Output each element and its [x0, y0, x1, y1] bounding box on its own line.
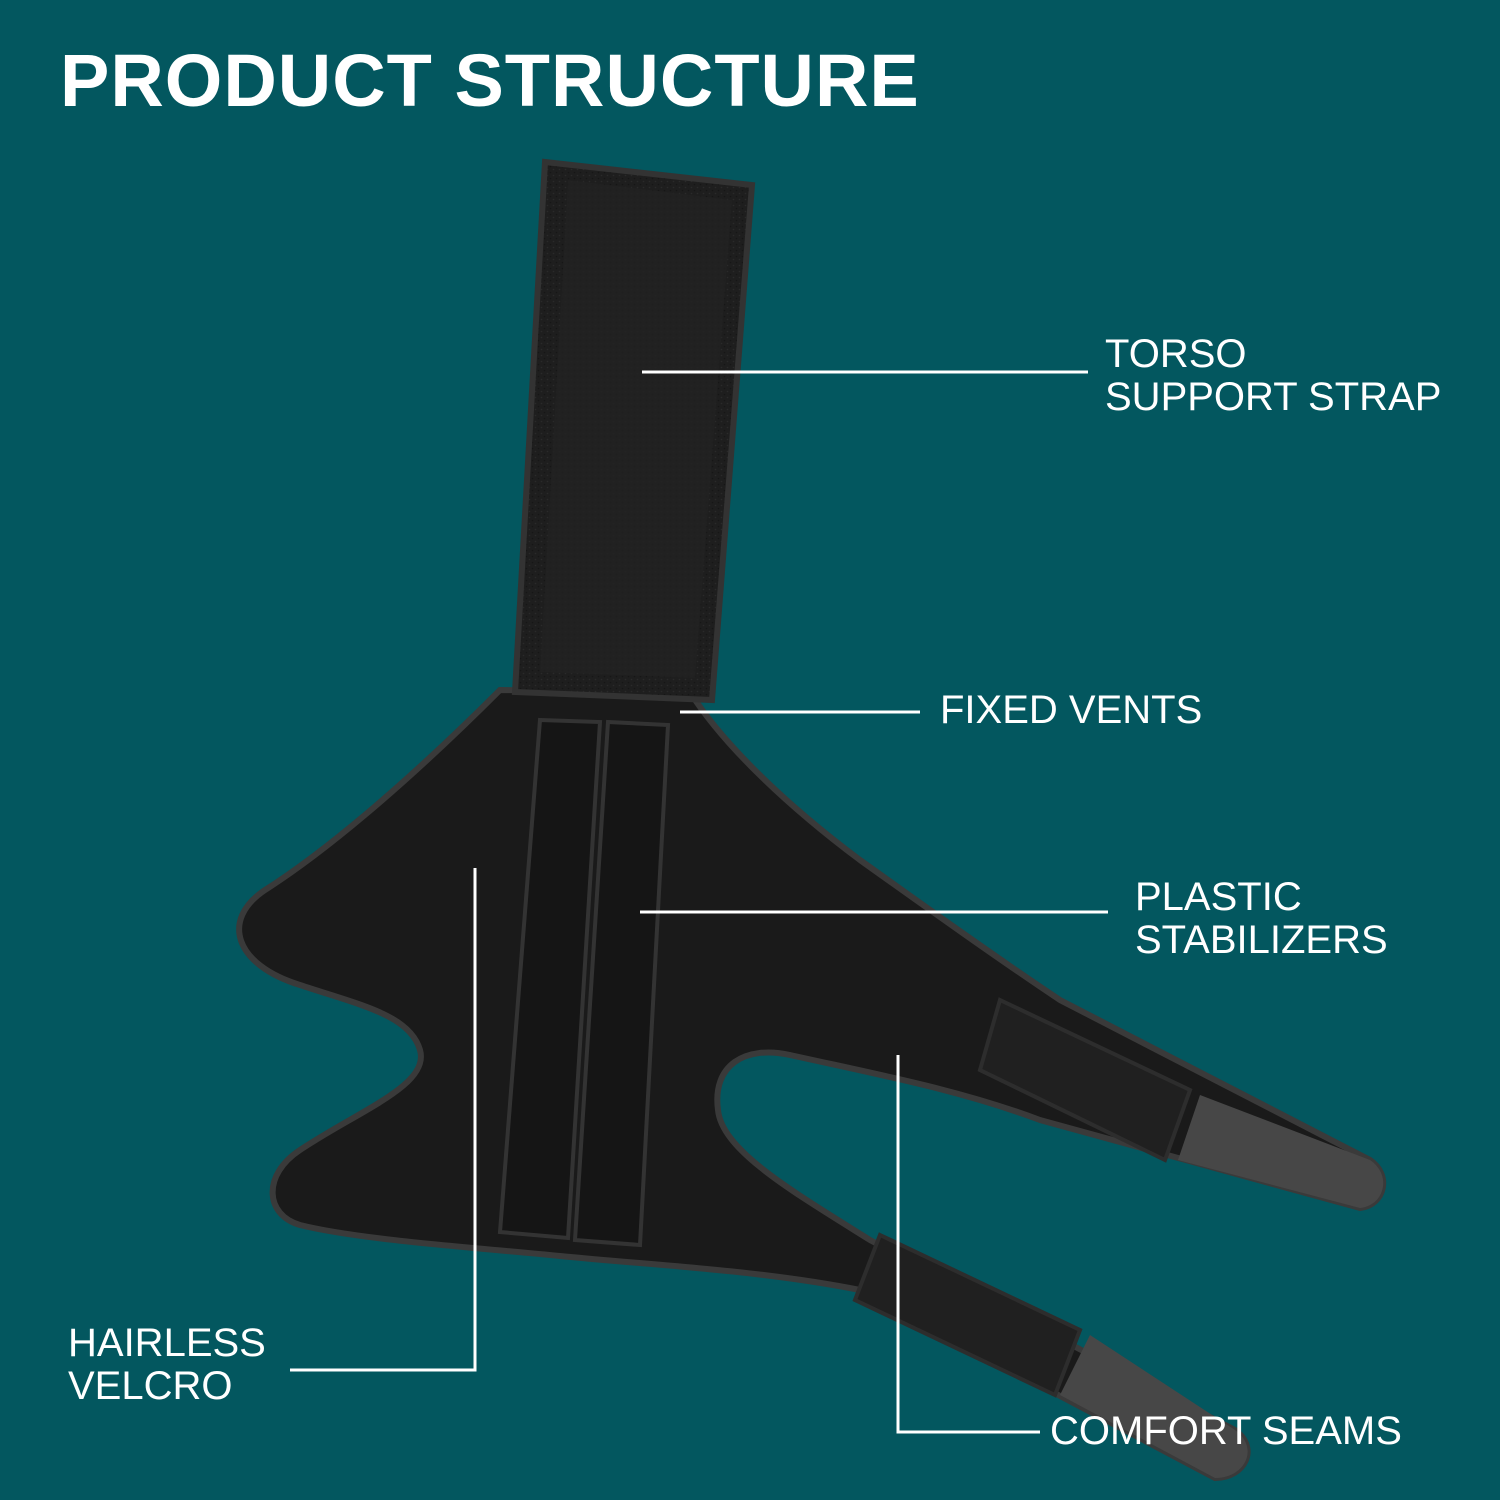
leader-line-hairless: [290, 868, 477, 1372]
strap-inner-panel: [540, 180, 732, 678]
lower-strap-tab: [1060, 1335, 1248, 1478]
callout-hairless-velcro: HAIRLESS VELCRO: [68, 1322, 266, 1408]
lower-strap-velcro: [852, 1232, 1083, 1398]
leader-line-comfort: [896, 1055, 1040, 1434]
page-title: PRODUCT STRUCTURE: [60, 39, 920, 122]
callout-torso-support-strap: TORSO SUPPORT STRAP: [1105, 333, 1441, 419]
callout-plastic-line1: PLASTIC: [1135, 875, 1302, 919]
callout-plastic-stabilizers: PLASTIC STABILIZERS: [1135, 876, 1388, 962]
stabilizer-panel-right: [572, 719, 671, 1248]
callout-vents-line1: FIXED VENTS: [940, 688, 1203, 732]
callout-comfort-seams: COMFORT SEAMS: [1050, 1410, 1402, 1453]
brace-body: [236, 686, 1387, 1482]
callout-torso-line2: SUPPORT STRAP: [1105, 375, 1442, 419]
callout-fixed-vents: FIXED VENTS: [940, 689, 1202, 732]
callout-torso-line1: TORSO: [1105, 332, 1247, 376]
upper-strap-tab: [1178, 1095, 1384, 1208]
callout-hairless-line1: HAIRLESS: [68, 1321, 266, 1365]
upper-strap-velcro: [977, 997, 1193, 1163]
callout-plastic-line2: STABILIZERS: [1135, 918, 1388, 962]
callout-lines: [290, 370, 1108, 1434]
callout-comfort-line1: COMFORT SEAMS: [1050, 1409, 1402, 1453]
stabilizer-panel-left: [497, 717, 603, 1241]
callout-hairless-line2: VELCRO: [68, 1364, 233, 1408]
